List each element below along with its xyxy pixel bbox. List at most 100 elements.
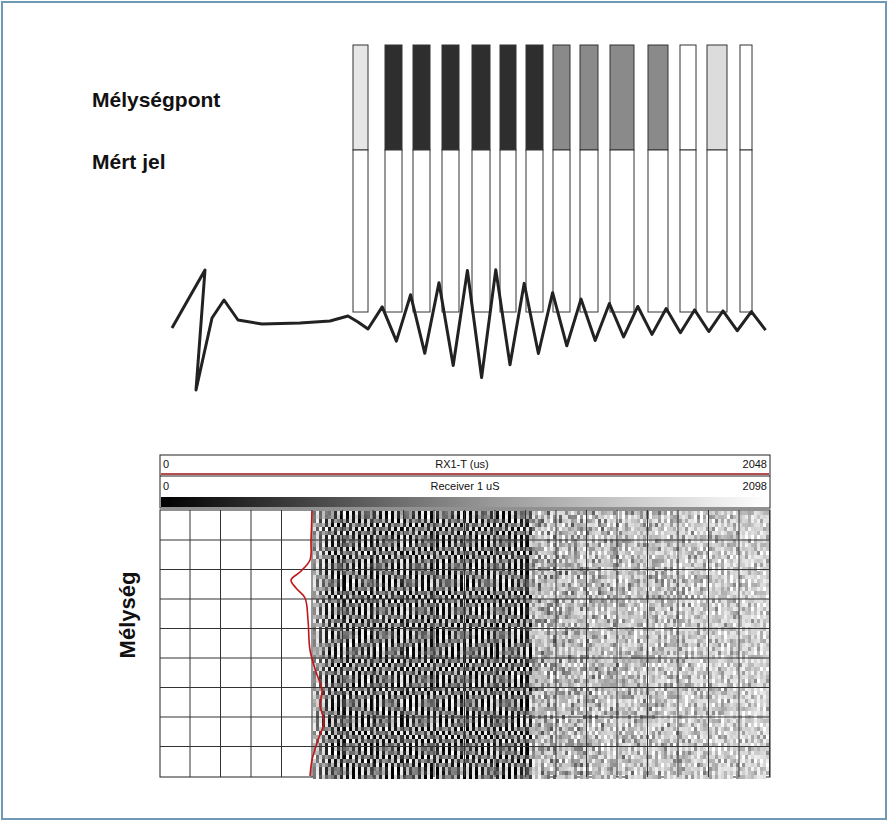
image-cell: [364, 755, 367, 759]
image-cell: [322, 699, 325, 703]
image-cell: [391, 583, 394, 587]
image-cell: [382, 511, 385, 515]
image-cell: [391, 719, 394, 723]
image-cell: [388, 579, 391, 583]
image-cell: [376, 611, 379, 615]
image-cell: [313, 523, 316, 527]
image-cell: [337, 663, 340, 667]
image-cell: [352, 695, 355, 699]
image-cell: [382, 531, 385, 535]
image-cell: [319, 615, 322, 619]
image-cell: [394, 555, 397, 559]
image-cell: [322, 695, 325, 699]
image-cell: [364, 767, 367, 771]
image-cell: [388, 651, 391, 655]
image-cell: [394, 695, 397, 699]
image-cell: [349, 523, 352, 527]
image-cell: [397, 599, 400, 603]
image-cell: [388, 619, 391, 623]
image-cell: [313, 559, 316, 563]
image-cell: [385, 703, 388, 707]
image-cell: [346, 719, 349, 723]
image-cell: [313, 519, 316, 523]
image-cell: [364, 731, 367, 735]
image-cell: [391, 667, 394, 671]
image-cell: [352, 751, 355, 755]
image-cell: [352, 711, 355, 715]
image-cell: [331, 571, 334, 575]
image-cell: [343, 619, 346, 623]
image-cell: [397, 731, 400, 735]
image-cell: [394, 527, 397, 531]
image-cell: [379, 639, 382, 643]
image-cell: [313, 527, 316, 531]
image-cell: [388, 603, 391, 607]
image-cell: [385, 683, 388, 687]
image-cell: [394, 727, 397, 731]
image-cell: [346, 599, 349, 603]
image-cell: [385, 759, 388, 763]
image-cell: [364, 615, 367, 619]
image-cell: [352, 747, 355, 751]
image-cell: [319, 547, 322, 551]
image-cell: [325, 747, 328, 751]
image-cell: [316, 651, 319, 655]
image-cell: [388, 531, 391, 535]
image-cell: [382, 603, 385, 607]
image-cell: [325, 631, 328, 635]
image-cell: [388, 631, 391, 635]
image-cell: [343, 671, 346, 675]
image-cell: [394, 711, 397, 715]
bar-bottom: [413, 150, 430, 312]
image-cell: [367, 751, 370, 755]
image-cell: [331, 527, 334, 531]
image-cell: [361, 771, 364, 775]
image-cell: [400, 559, 403, 563]
image-cell: [316, 547, 319, 551]
image-cell: [400, 619, 403, 623]
bar-bottom: [610, 150, 634, 312]
image-cell: [388, 699, 391, 703]
image-cell: [388, 643, 391, 647]
image-cell: [382, 651, 385, 655]
image-cell: [343, 547, 346, 551]
image-cell: [322, 559, 325, 563]
image-cell: [349, 511, 352, 515]
image-cell: [325, 531, 328, 535]
image-cell: [349, 611, 352, 615]
image-cell: [349, 771, 352, 775]
image-cell: [316, 511, 319, 515]
image-cell: [385, 755, 388, 759]
image-cell: [346, 611, 349, 615]
image-cell: [397, 643, 400, 647]
image-cell: [316, 603, 319, 607]
image-cell: [397, 527, 400, 531]
image-cell: [313, 623, 316, 627]
image-cell: [331, 647, 334, 651]
image-cell: [322, 643, 325, 647]
image-cell: [355, 755, 358, 759]
image-cell: [343, 695, 346, 699]
image-cell: [352, 535, 355, 539]
image-cell: [382, 551, 385, 555]
image-cell: [400, 723, 403, 727]
image-cell: [397, 635, 400, 639]
image-cell: [361, 575, 364, 579]
image-cell: [328, 703, 331, 707]
image-cell: [364, 663, 367, 667]
image-cell: [367, 515, 370, 519]
image-cell: [325, 683, 328, 687]
image-cell: [397, 559, 400, 563]
image-cell: [352, 531, 355, 535]
image-cell: [325, 595, 328, 599]
image-cell: [334, 771, 337, 775]
image-cell: [367, 683, 370, 687]
image-cell: [346, 767, 349, 771]
image-cell: [367, 707, 370, 711]
image-cell: [364, 679, 367, 683]
image-cell: [322, 623, 325, 627]
image-cell: [355, 759, 358, 763]
image-cell: [379, 679, 382, 683]
image-cell: [328, 679, 331, 683]
image-cell: [382, 523, 385, 527]
